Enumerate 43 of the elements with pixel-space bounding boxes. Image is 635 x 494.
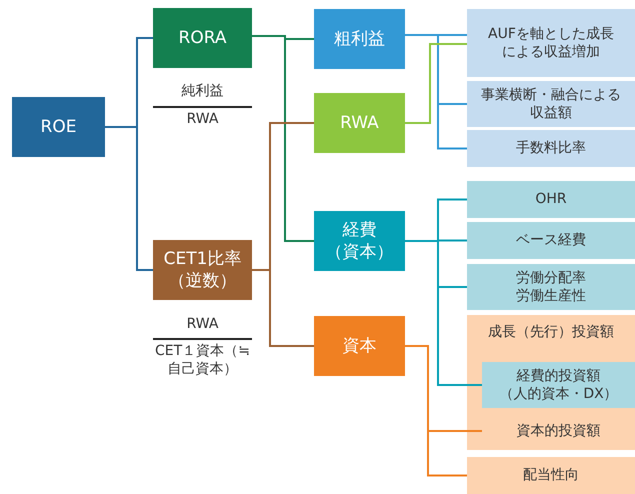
connector-line [405,34,467,150]
box-label: CET1比率（逆数） [162,248,242,292]
box-label: OHR [535,190,567,209]
box [12,97,105,157]
box [467,81,635,127]
box-label: 労働分配率労働生産性 [515,268,587,306]
box [314,211,405,271]
connector-line [252,269,314,347]
box [314,9,405,69]
box-label: 粗利益 [334,28,385,50]
box-label: ROE [40,116,76,138]
box-label: ベース経費 [516,231,586,250]
connector-line [405,43,467,124]
box-label: 成長（先行）投資額 [488,323,614,342]
fraction-text: 純利益 [182,82,224,100]
box-label: 資本的投資額 [516,422,600,440]
box [467,264,635,310]
box [467,315,635,450]
box [153,8,252,68]
box [314,316,405,376]
fraction-text: CET１資本（≒自己資本） [154,342,251,378]
box-label: 資本 [342,334,376,358]
box-label: 配当性向 [523,466,579,485]
box [467,130,635,167]
box-label: RORA [178,26,226,50]
box [467,9,635,77]
box [467,222,635,259]
connector-line [105,126,153,271]
box [314,93,405,153]
box [467,181,635,218]
connector-line [405,240,482,386]
connector-line [405,345,467,476]
box-label: 経費（資本） [324,218,394,264]
box [482,362,635,408]
fraction-text: RWA [186,110,218,128]
box [153,240,252,300]
box-label: 手数料比率 [516,139,586,158]
box-label: 経費的投資額（人的資本・DX） [498,366,619,404]
box-label: 事業横断・融合による収益額 [480,86,622,122]
box-label: AUFを軸とした成長による収益増加 [487,24,615,62]
box [467,457,635,494]
fraction-text: RWA [186,315,218,334]
box-label: RWA [340,112,379,134]
